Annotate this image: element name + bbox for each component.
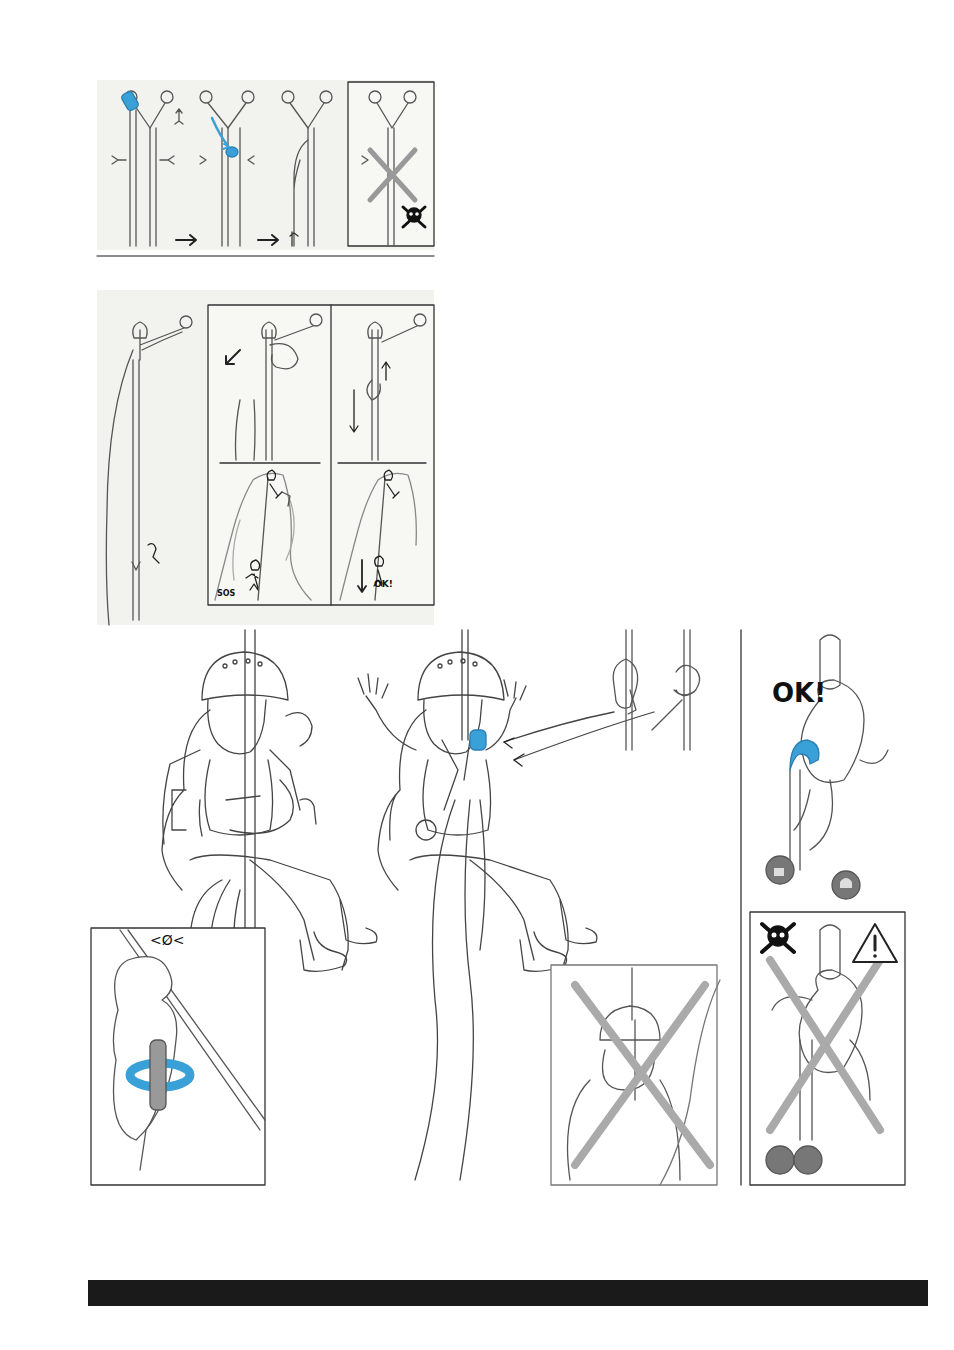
ok-note: OK! [374, 580, 393, 589]
diameter-mark: <Ø< [150, 933, 184, 947]
ok-mark: OK! [772, 680, 826, 706]
distress-note: SOS [217, 590, 235, 598]
